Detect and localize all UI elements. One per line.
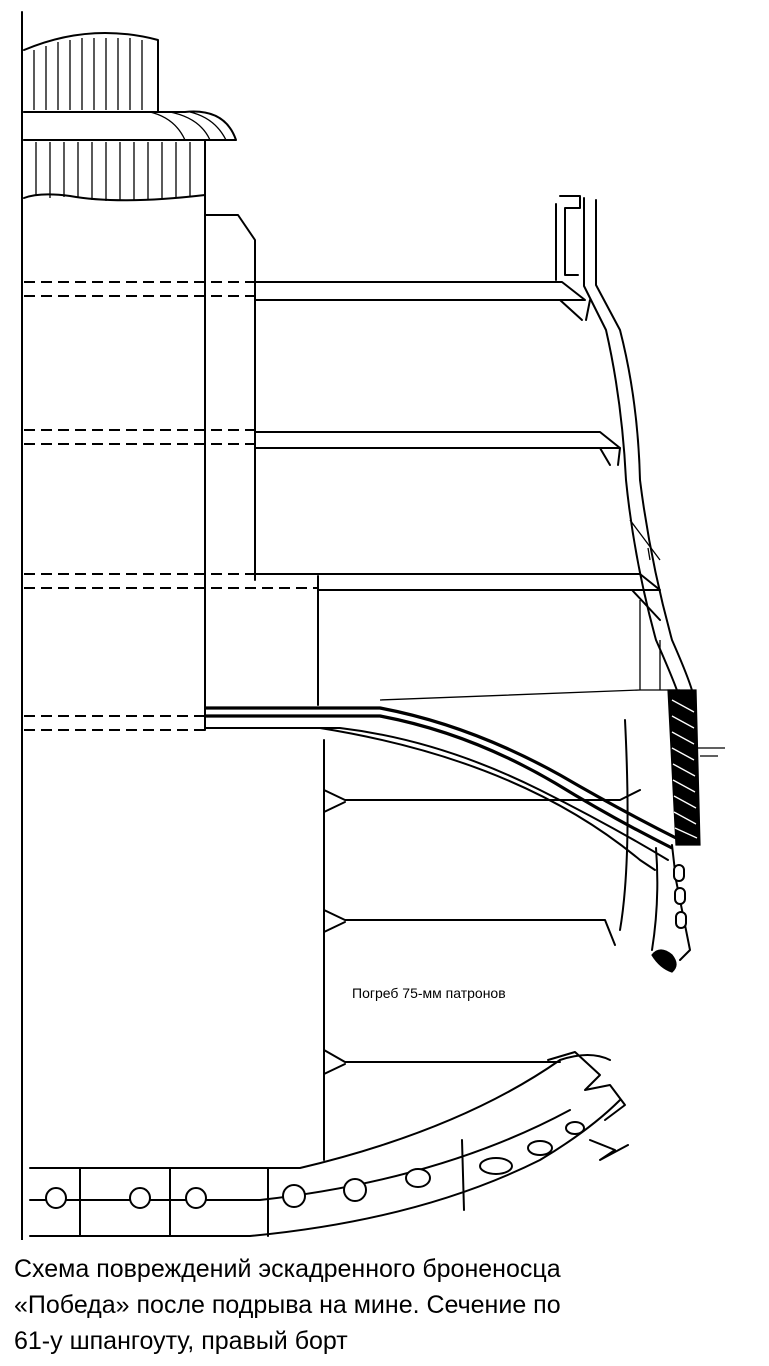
armored-deck: [204, 600, 681, 871]
hull-section-drawing: Погреб 75-мм патронов: [21, 11, 725, 1240]
superstructure-wall: [204, 194, 256, 731]
double-bottom: [29, 1051, 629, 1237]
caption-line-2: «Победа» после подрыва на мине. Сечение …: [14, 1291, 561, 1319]
caption-line-1: Схема повреждений эскадренного броненосц…: [14, 1255, 561, 1283]
ventilator-head: [23, 31, 237, 202]
deck-lines-dashed: [24, 281, 318, 731]
caption-line-3: 61-у шпангоуту, правый борт: [14, 1327, 348, 1355]
lower-side: [651, 844, 691, 973]
armour-belt: [667, 689, 725, 846]
magazine-label: Погреб 75-мм патронов: [352, 985, 506, 1001]
side-shell: [555, 195, 695, 701]
upper-decks: [254, 281, 661, 621]
magazine-compartment: [317, 575, 641, 1161]
figure-caption: Схема повреждений эскадренного броненосц…: [14, 1251, 762, 1359]
